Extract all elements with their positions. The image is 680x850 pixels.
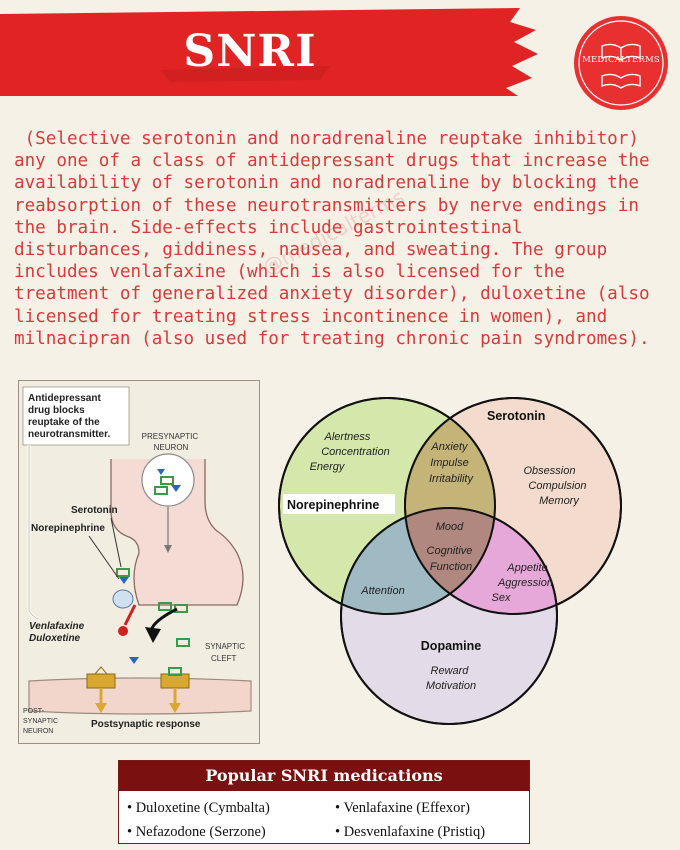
description-line: disturbances, giddiness, nausea, and swe…: [14, 240, 608, 261]
description-line: milnacipran (also used for treating chro…: [14, 328, 650, 349]
svg-text:SYNAPTIC CLEFT: SYNAPTIC CLEFT: [205, 642, 247, 663]
norepinephrine-title: Norepinephrine: [287, 498, 379, 512]
release-arrow: [149, 607, 178, 632]
serotonin-title: Serotonin: [487, 409, 545, 423]
medications-table: Popular SNRI medications • Duloxetine (C…: [118, 760, 530, 844]
description-line: licensed for treating stress incontinenc…: [14, 306, 608, 327]
description-line: reabsorption of these neurotransmitters …: [14, 195, 639, 216]
svg-text:Venlafaxine Duloxetine: Venlafaxine Duloxetine: [29, 621, 87, 644]
ne-serotonin-items: Anxiety Impulse Irritability: [429, 441, 475, 485]
svg-text:PRESYNAPTIC NEURON: PRESYNAPTIC NEURON: [142, 432, 201, 452]
logo-text: MEDICALTERMS: [582, 55, 660, 65]
serotonin-items: Obsession Compulsion Memory: [523, 465, 589, 507]
receptor-right: [160, 667, 190, 713]
postsynaptic-neuron: [28, 677, 252, 715]
header-banner: [0, 8, 538, 96]
serotonin-dopamine-items: Appetite Aggression Sex: [492, 562, 557, 604]
callout-box: [22, 386, 130, 446]
description-text: (Selective serotonin and noradrenaline r…: [14, 128, 674, 350]
postsynaptic-response-label: Postsynaptic response: [91, 719, 201, 730]
description-line: any one of a class of antidepressant dru…: [14, 151, 650, 172]
medication-item: • Duloxetine (Cymbalta): [127, 800, 270, 816]
vesicle: [141, 453, 195, 507]
receptor-left: [86, 666, 116, 713]
dopamine-title: Dopamine: [421, 639, 481, 653]
description-line: availability of serotonin and noradrenal…: [14, 173, 639, 194]
description-line: treatment of generalized anxiety disorde…: [14, 284, 650, 305]
medication-item: • Nefazodone (Serzone): [127, 824, 266, 840]
svg-text:Antidepressant drug bloc: Antidepressant drug blocks reuptake of t…: [28, 393, 110, 440]
norepinephrine-label: Norepinephrine: [31, 523, 105, 534]
description-line: (Selective serotonin and noradrenaline r…: [14, 129, 639, 149]
neurotransmitter-venn: Alertness Concentration Energy Obsession…: [278, 397, 622, 725]
norepinephrine-items: Alertness Concentration Energy: [310, 431, 393, 473]
center-items: Mood Cognitive Function: [427, 521, 476, 573]
medication-item: • Venlafaxine (Effexor): [335, 800, 470, 816]
medicalterms-logo: [574, 16, 668, 110]
synapse-diagram: Antidepressant drug blocks reuptake of t…: [22, 386, 252, 735]
description-line: includes venlafaxine (which is also lice…: [14, 262, 565, 283]
dopamine-items: Reward Motivation: [426, 665, 476, 692]
block-icon: [118, 626, 128, 636]
serotonin-label: Serotonin: [71, 505, 118, 516]
synapse-figure: Antidepressant drug blocks reuptake of t…: [18, 380, 260, 744]
medications-table-title: Popular SNRI medications: [119, 761, 529, 791]
medication-item: • Desvenlafaxine (Pristiq): [335, 824, 486, 840]
svg-text:POST- SYNAPTIC NEU: POST- SYNAPTIC NEURON: [23, 708, 60, 735]
reuptake-transporter: [112, 589, 134, 609]
ne-dopamine-items: Attention: [360, 585, 404, 597]
description-line: the brain. Side-effects include gastroin…: [14, 217, 523, 238]
page-title: SNRI: [183, 26, 317, 77]
